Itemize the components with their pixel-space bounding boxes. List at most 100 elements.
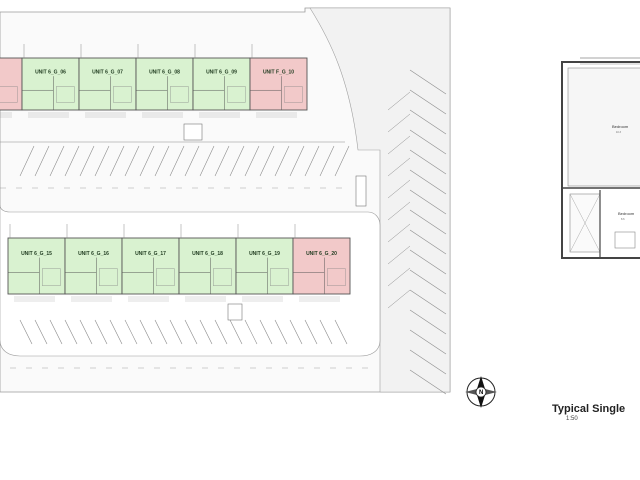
bathroom-outline	[112, 86, 132, 103]
parking-stall-line	[319, 145, 335, 177]
parking-stalls-right	[387, 69, 447, 395]
parking-stall-line	[409, 349, 447, 375]
unit-bottom-5: UNIT 6_G_19	[235, 224, 294, 302]
parking-stall-line	[19, 145, 35, 177]
unit-label: UNIT 6_G_19	[249, 251, 280, 257]
parking-stall-line	[319, 319, 333, 345]
parking-stall-line	[409, 329, 447, 355]
parking-stall-line	[304, 145, 320, 177]
parking-stall-line	[274, 319, 288, 345]
parking-stall-line	[94, 319, 108, 345]
parking-stall-line	[124, 319, 138, 345]
unit-bottom-6: UNIT 6_G_20	[292, 224, 351, 302]
room-bedroom-2-area: 8.6	[621, 218, 625, 221]
parking-stall-line	[169, 319, 183, 345]
bathroom-outline	[0, 86, 18, 103]
unit-bottom-3: UNIT 6_G_17	[121, 224, 180, 302]
parking-stall-line	[289, 319, 303, 345]
unit-label: UNIT 6_G_20	[306, 251, 337, 257]
parking-stall-line	[387, 113, 411, 133]
unit-footprint	[78, 57, 137, 111]
unit-bottom-1: UNIT 6_G_15	[7, 224, 66, 302]
bathroom-outline	[226, 86, 246, 103]
parking-stall-line	[274, 145, 290, 177]
floor-plan-title: Typical Single	[552, 403, 625, 415]
north-arrow: N	[465, 376, 497, 408]
typical-floor-plan: Bedroom 10.3 Bedroom 8.6	[561, 57, 640, 259]
unit-bottom-2: UNIT 6_G_16	[64, 224, 123, 302]
unit-label: UNIT 6_G_08	[149, 70, 180, 76]
floor-plan-scale: 1:50	[566, 416, 578, 422]
unit-label: UNIT 6_G_09	[206, 70, 237, 76]
parking-stall-line	[64, 145, 80, 177]
parking-stall-line	[259, 145, 275, 177]
unit-label: UNIT F_G_10	[263, 70, 294, 76]
unit-label: UNIT 6_G_18	[192, 251, 223, 257]
parking-stall-line	[34, 145, 50, 177]
parking-stall-line	[387, 267, 411, 287]
unit-label: UNIT 6_G_15	[21, 251, 52, 257]
parking-stall-line	[49, 145, 65, 177]
parking-stall-line	[387, 91, 411, 111]
parking-stall-line	[49, 319, 63, 345]
room-bedroom-1-label: Bedroom	[612, 124, 629, 129]
parking-stall-line	[199, 319, 213, 345]
unit-top-3: UNIT 6_G_07	[78, 44, 137, 118]
parking-stall-line	[409, 309, 447, 335]
unit-label: UNIT 6_G_07	[92, 70, 123, 76]
unit-footprint	[292, 237, 351, 295]
parking-stall-line	[409, 89, 447, 115]
unit-footprint	[135, 57, 194, 111]
parking-stall-line	[34, 319, 48, 345]
bathroom-outline	[42, 268, 61, 286]
parking-stall-line	[409, 249, 447, 275]
parking-stall-line	[409, 189, 447, 215]
parking-stall-line	[214, 319, 228, 345]
parking-stall-line	[409, 129, 447, 155]
unit-footprint	[235, 237, 294, 295]
bathroom-outline	[98, 268, 118, 286]
unit-label: UNIT 6_G_16	[78, 251, 109, 257]
unit-top-5: UNIT 6_G_09	[192, 44, 251, 118]
bathroom-outline	[327, 268, 346, 286]
bathroom-outline	[155, 268, 175, 286]
site-kiosk	[355, 175, 367, 207]
bin-store-top	[183, 123, 203, 141]
north-letter: N	[479, 390, 483, 396]
parking-stall-line	[64, 319, 78, 345]
parking-stall-line	[387, 245, 411, 265]
parking-stall-line	[409, 269, 447, 295]
unit-label: UNIT 6_G_17	[135, 251, 166, 257]
parking-stall-line	[259, 319, 273, 345]
bin-store-bottom	[227, 303, 243, 321]
parking-stall-line	[184, 145, 200, 177]
parking-stall-line	[124, 145, 140, 177]
parking-stall-line	[387, 179, 411, 199]
unit-row-bottom: UNIT 6_G_15 UNIT 6_G_16 UNIT 6_G_17 UNIT 6_…	[7, 224, 351, 302]
parking-stall-line	[409, 229, 447, 255]
unit-footprint	[249, 57, 308, 111]
parking-stall-line	[387, 157, 411, 177]
bathroom-outline	[212, 268, 232, 286]
parking-stall-line	[139, 145, 155, 177]
parking-stall-line	[334, 145, 350, 177]
parking-stall-line	[409, 369, 447, 395]
parking-stall-line	[387, 289, 411, 309]
parking-stalls-middle	[0, 141, 350, 189]
parking-stall-line	[409, 149, 447, 175]
unit-footprint	[64, 237, 123, 295]
parking-stall-line	[409, 109, 447, 135]
parking-stall-line	[154, 319, 168, 345]
parking-stall-line	[229, 145, 245, 177]
parking-stall-line	[19, 319, 33, 345]
parking-stall-line	[409, 169, 447, 195]
parking-stall-line	[79, 145, 95, 177]
parking-stall-line	[214, 145, 230, 177]
parking-stall-line	[289, 145, 305, 177]
unit-top-2: UNIT 6_G_06	[21, 44, 80, 118]
parking-stall-line	[387, 135, 411, 155]
bathroom-outline	[284, 86, 303, 103]
parking-stalls-bottom	[10, 319, 370, 369]
parking-stall-line	[304, 319, 318, 345]
